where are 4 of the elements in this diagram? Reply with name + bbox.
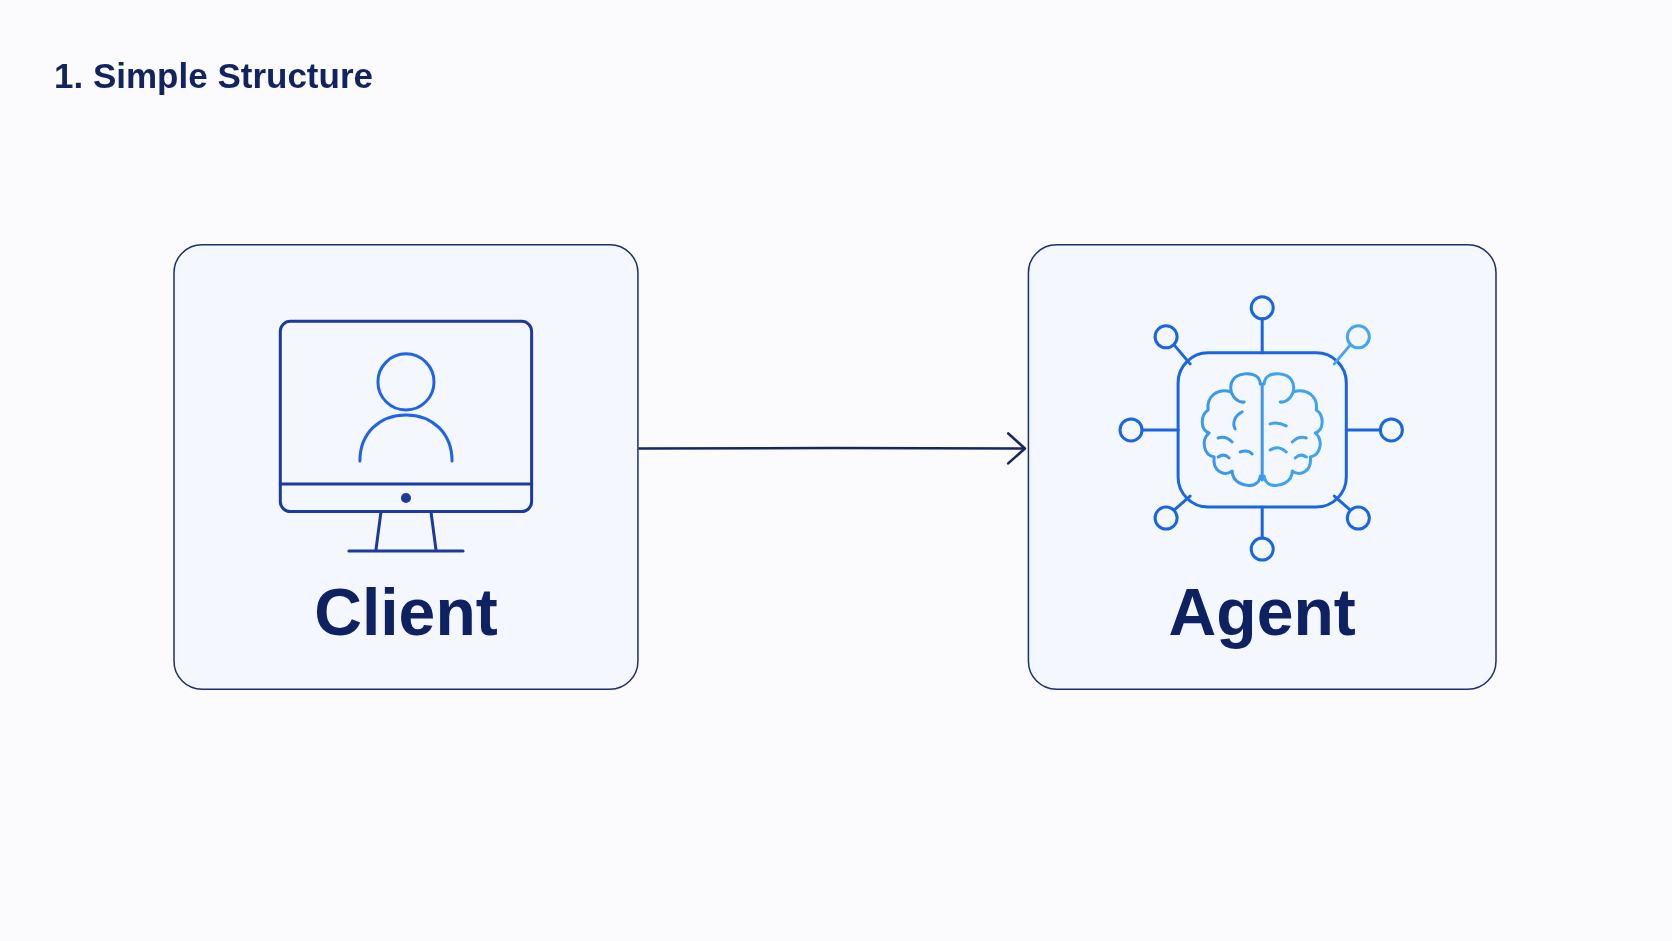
node-label: Agent <box>1168 573 1356 651</box>
arrow <box>638 432 1027 465</box>
diagram-title: 1. Simple Structure <box>54 56 373 96</box>
node-label: Client <box>314 573 498 651</box>
